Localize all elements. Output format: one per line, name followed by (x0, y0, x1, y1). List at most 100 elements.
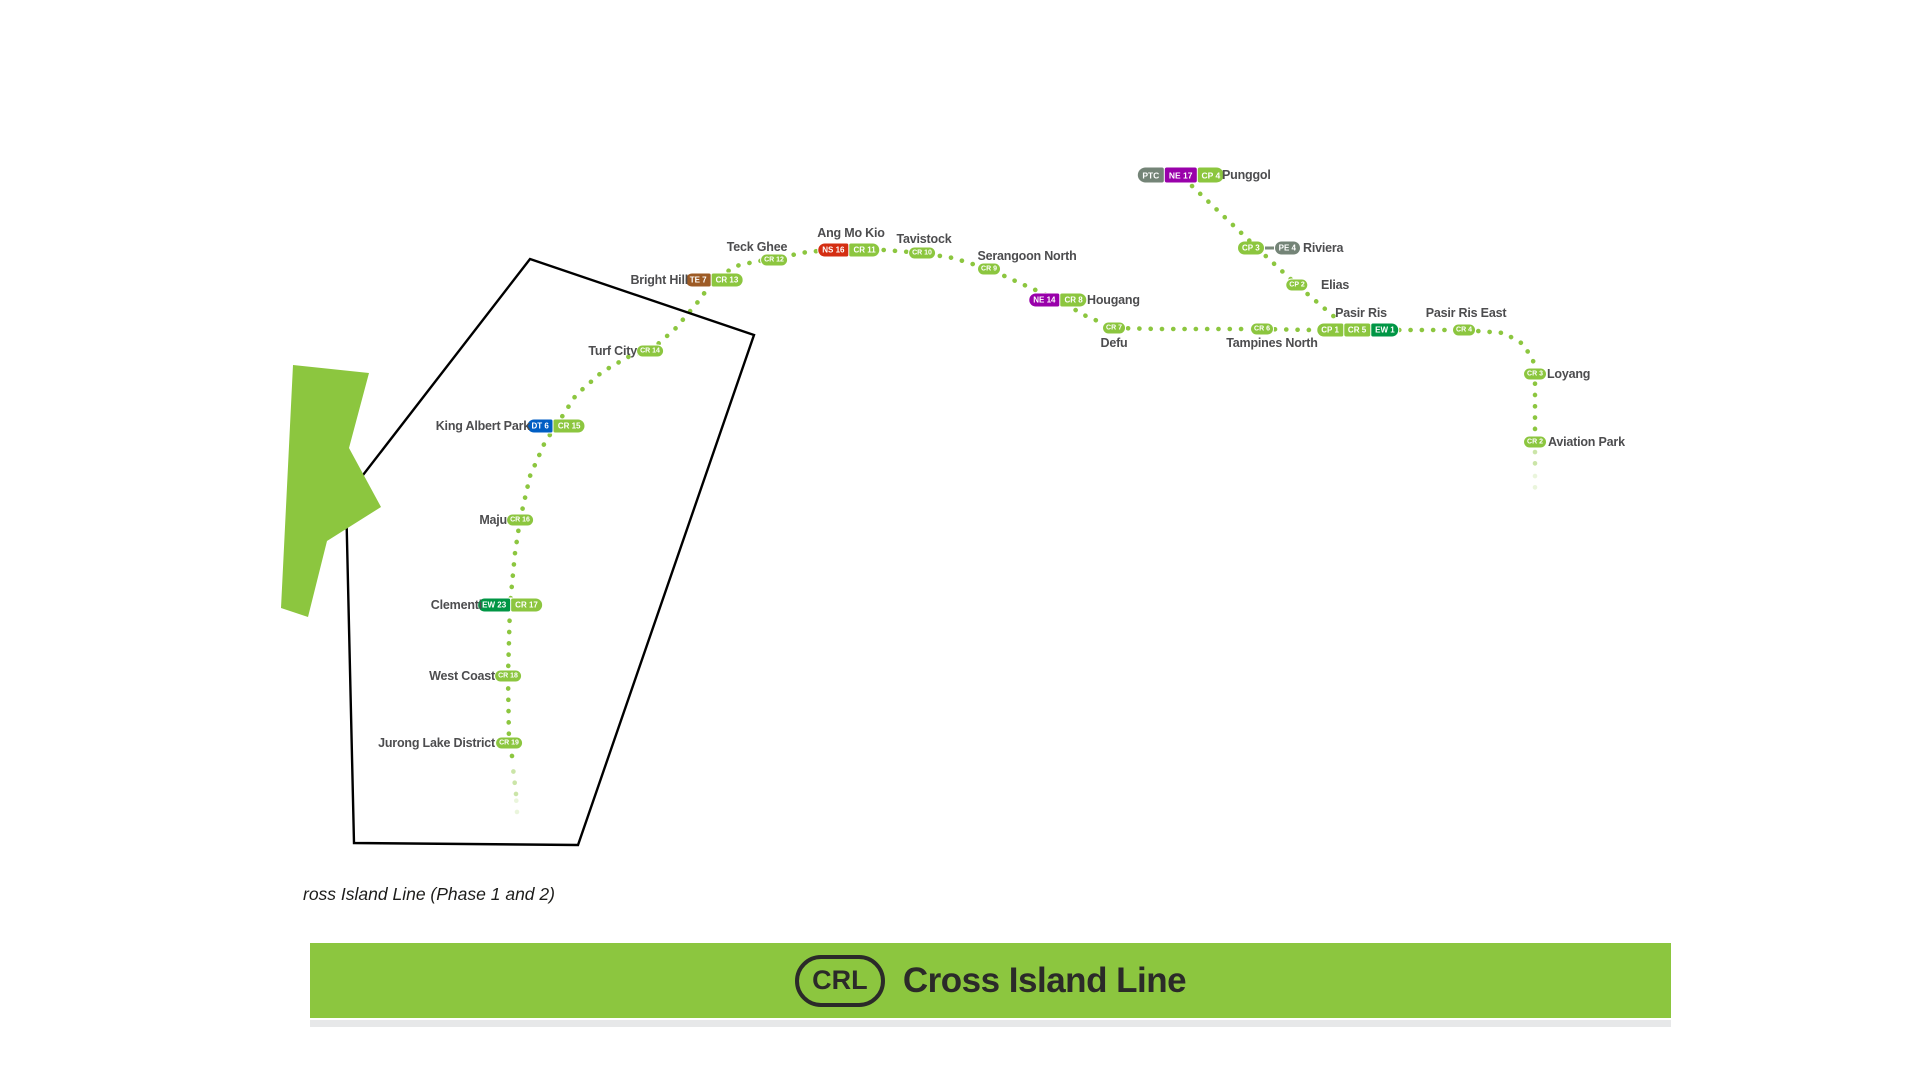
line-badge: CR 7 (1103, 322, 1125, 334)
line-badge: CR 14 (637, 345, 663, 357)
line-badge: CP 3 (1238, 241, 1264, 255)
station-aviation-park: CR 2 (1523, 435, 1547, 449)
station-badge-group: CR 16 (506, 513, 534, 527)
line-badge: CR 8 (1060, 293, 1087, 307)
crl-line-code: CRL (812, 965, 868, 995)
station-label-serangoon-north: Serangoon North (977, 249, 1077, 263)
station-label-loyang: Loyang (1547, 367, 1591, 381)
station-label-hougang: Hougang (1087, 293, 1140, 307)
station-badge-group: CP 2 (1285, 278, 1309, 292)
line-badge: CR 3 (1524, 368, 1546, 380)
station-badge-group: CR 14 (636, 344, 664, 358)
line-badge: CR 2 (1524, 436, 1546, 448)
line-badge: CR 12 (761, 254, 787, 266)
station-badge-group: CR 18 (494, 669, 522, 683)
line-badge: NE 14 (1029, 293, 1060, 307)
line-badge: CR 17 (511, 598, 542, 612)
line-badge: CP 4 (1197, 167, 1225, 183)
crl-line-code-pill: CRL (794, 954, 885, 1007)
station-badge-group: CP 3 PE 4 (1237, 241, 1301, 256)
line-badge: CR 18 (495, 670, 521, 682)
line-badge: NE 17 (1164, 167, 1197, 183)
line-badge: CR 13 (711, 273, 743, 287)
line-badge: CR 9 (978, 263, 1000, 275)
station-tampines-north: CR 6 (1250, 322, 1274, 336)
station-label-pasir-ris: Pasir Ris (1335, 306, 1387, 320)
station-badge-group: CR 3 (1523, 367, 1547, 381)
station-label-defu: Defu (1100, 336, 1128, 350)
line-badge: TE 7 (685, 273, 711, 287)
station-elias: CP 2 (1285, 278, 1309, 292)
banner-underline-strip (310, 1020, 1671, 1027)
line-badge: CR 19 (496, 737, 522, 749)
station-label-clementi: Clementi (430, 598, 482, 612)
station-label-elias: Elias (1321, 278, 1350, 292)
line-badge: DT 6 (527, 419, 553, 433)
station-loyang: CR 3 (1523, 367, 1547, 381)
line-badge: PTC (1137, 167, 1164, 183)
station-tavistock: CR 10 (908, 246, 936, 260)
line-badge: CR 10 (909, 247, 935, 259)
line-badge: EW 23 (478, 598, 511, 612)
line-badge: EW 1 (1371, 323, 1399, 337)
line-badge: NS 16 (818, 243, 849, 257)
station-badge-group: CR 10 (908, 246, 936, 260)
crl-banner: CRL Cross Island Line (310, 943, 1671, 1018)
station-maju: CR 16 (506, 513, 534, 527)
station-badge-group: CR 4 (1452, 323, 1476, 337)
station-label-pasir-ris-east: Pasir Ris East (1425, 306, 1507, 320)
station-label-tavistock: Tavistock (896, 232, 952, 246)
station-west-coast: CR 18 (494, 669, 522, 683)
station-jurong-lake-district: CR 19 (495, 736, 523, 750)
station-badge-group: CR 12 (760, 253, 788, 267)
banner-title: Cross Island Line (902, 960, 1187, 1000)
station-label-teck-ghee: Teck Ghee (726, 240, 788, 254)
station-defu: CR 7 (1102, 321, 1126, 335)
line-badge: CR 11 (849, 243, 880, 257)
line-badge: CR 5 (1343, 323, 1371, 337)
station-turf-city: CR 14 (636, 344, 664, 358)
line-badge: CR 4 (1453, 324, 1475, 336)
station-label-aviation-park: Aviation Park (1548, 435, 1625, 449)
station-label-west-coast: West Coast (429, 669, 495, 683)
station-label-tampines-north: Tampines North (1226, 336, 1318, 350)
station-label-riviera: Riviera (1303, 241, 1344, 255)
station-badge-group: CR 19 (495, 736, 523, 750)
station-riviera: CP 3 PE 4 (1237, 241, 1301, 256)
station-label-king-albert-park: King Albert Park (435, 419, 530, 433)
station-badge-group: CR 9 (977, 262, 1001, 276)
station-label-bright-hill: Bright Hill (630, 273, 688, 287)
station-label-jurong-lake-district: Jurong Lake District (378, 736, 495, 750)
line-badge: CR 15 (553, 419, 585, 433)
line-badge: CP 2 (1286, 279, 1308, 291)
station-label-ang-mo-kio: Ang Mo Kio (817, 226, 885, 240)
station-serangoon-north: CR 9 (977, 262, 1001, 276)
line-badge: CR 6 (1251, 323, 1273, 335)
station-label-punggol: Punggol (1222, 168, 1271, 182)
interchange-link-bar (1264, 246, 1274, 250)
station-label-maju: Maju (479, 513, 507, 527)
station-badge-group: CR 7 (1102, 321, 1126, 335)
figure-caption: ross Island Line (Phase 1 and 2) (303, 884, 555, 904)
line-badge: CR 16 (507, 514, 533, 526)
station-label-turf-city: Turf City (588, 344, 637, 358)
line-badge: PE 4 (1274, 241, 1300, 255)
line-badge: CP 1 (1317, 323, 1343, 337)
station-badge-group: CR 6 (1250, 322, 1274, 336)
